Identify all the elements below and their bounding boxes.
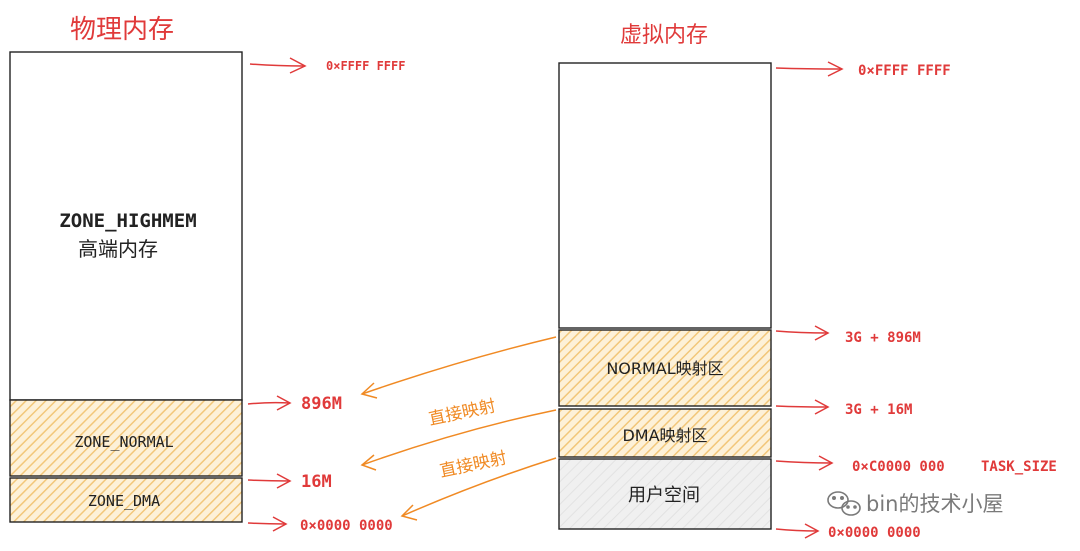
virt-zero-arrow [775,523,820,539]
phys-top-arrow [249,57,307,74]
direct-map-label-1: 直接映射 [427,396,498,430]
virt-addr-top: 0×FFFF FFFF [858,63,951,79]
virt-top-arrow [775,61,844,77]
phys-addr-896m: 896M [301,394,342,414]
phys-896-arrow [247,395,292,411]
zone-highmem-desc: 高端内存 [78,237,158,261]
zone-normal-label: ZONE_NORMAL [74,433,173,451]
phys-addr-top: 0×FFFF FFFF [326,59,405,73]
kernel-high-region-block [558,62,772,329]
phys-addr-zero: 0×0000 0000 [300,518,393,534]
wechat-icon [827,491,861,516]
virtual-memory-title: 虚拟内存 [620,23,708,48]
virt-addr-3g-16m: 3G + 16M [845,402,912,418]
zone-normal-block [9,399,243,477]
physical-memory-title: 物理内存 [70,15,174,45]
virt-addr-task: 0×C0000 000 [852,459,945,475]
virt-addr-3g-896m: 3G + 896M [845,330,921,346]
zone-highmem-block [9,51,243,401]
user-space-block [558,458,772,530]
virt-addr-zero: 0×0000 0000 [828,525,921,541]
dma-map-label: DMA映射区 [622,426,707,445]
direct-map-label-2: 直接映射 [438,448,509,482]
normal-direct-map-arrow [360,336,557,399]
watermark-text: bin的技术小屋 [866,492,1003,516]
phys-addr-16m: 16M [301,472,332,492]
virt-3g896-arrow [775,325,830,341]
user-space-label: 用户空间 [628,485,700,506]
phys-zero-arrow [247,516,288,532]
phys-16-arrow [247,473,292,489]
virt-3g16-arrow [775,399,830,415]
dma-direct-map-arrow-1 [360,409,557,471]
normal-map-block [558,329,772,407]
normal-map-label: NORMAL映射区 [606,359,723,378]
virt-task-arrow [775,455,834,471]
virt-task-size-label: TASK_SIZE [981,459,1057,475]
dma-map-block [558,408,772,458]
zone-dma-block [9,477,243,523]
zone-highmem-label: ZONE_HIGHMEM [59,210,196,232]
zone-dma-label: ZONE_DMA [88,492,160,510]
dma-direct-map-arrow-2 [400,457,557,521]
